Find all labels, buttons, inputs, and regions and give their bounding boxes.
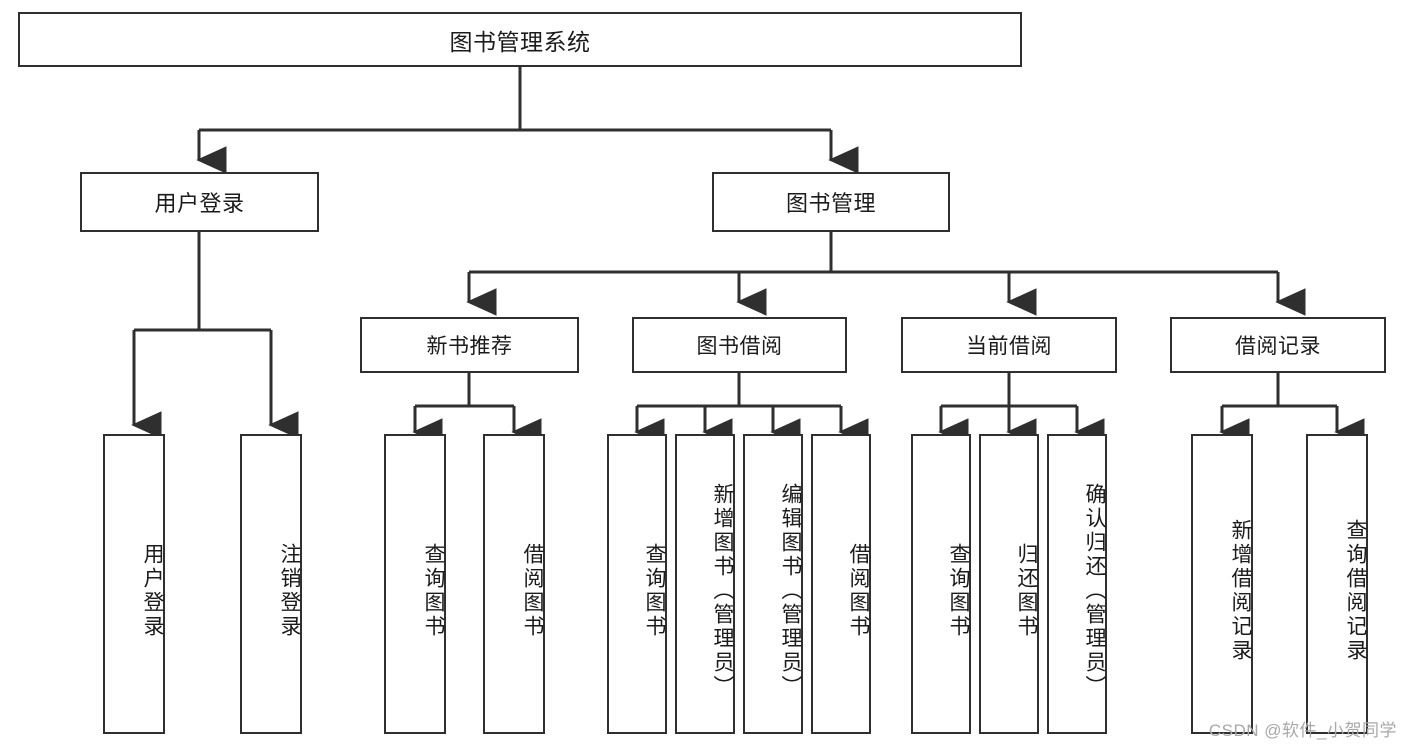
node-label: 用户登录 (141, 543, 164, 639)
node-label: 查询图书 (422, 543, 445, 639)
node-label: 图书借阅 (696, 335, 783, 358)
node-label: 新增借阅记录 (1229, 519, 1252, 663)
node-label: 注销登录 (278, 543, 301, 639)
leaf-query-books-borrow[interactable]: 查询图书 (607, 434, 667, 734)
node-label: 借阅记录 (1235, 335, 1321, 358)
node-new-book-recommend[interactable]: 新书推荐 (360, 317, 579, 373)
node-label: 图书管理系统 (449, 28, 591, 55)
node-user-login[interactable]: 用户登录 (80, 172, 319, 232)
leaf-user-login[interactable]: 用户登录 (103, 434, 165, 734)
node-label: 当前借阅 (966, 335, 1052, 358)
node-label: 图书管理 (785, 191, 876, 216)
node-label: 查询图书 (947, 543, 970, 639)
leaf-query-books-current[interactable]: 查询图书 (911, 434, 971, 734)
node-label: 新增图书（管理员） (711, 483, 734, 699)
node-label: 确认归还（管理员） (1083, 483, 1106, 699)
node-current-borrow[interactable]: 当前借阅 (901, 317, 1117, 373)
node-label: 归还图书 (1015, 543, 1038, 639)
node-book-borrow[interactable]: 图书借阅 (632, 317, 847, 373)
leaf-borrow-books-recommend[interactable]: 借阅图书 (483, 434, 545, 734)
leaf-return-books[interactable]: 归还图书 (979, 434, 1039, 734)
node-label: 借阅图书 (521, 543, 544, 639)
node-label: 查询借阅记录 (1344, 519, 1367, 663)
leaf-add-borrow-record[interactable]: 新增借阅记录 (1191, 434, 1253, 734)
node-label: 用户登录 (154, 191, 245, 216)
node-label: 新书推荐 (426, 335, 513, 358)
node-label: 借阅图书 (847, 543, 870, 639)
leaf-confirm-return-admin[interactable]: 确认归还（管理员） (1047, 434, 1107, 734)
node-book-management[interactable]: 图书管理 (712, 172, 950, 232)
watermark-credit: CSDN @软件_小贺同学 (1208, 721, 1397, 740)
node-borrow-records[interactable]: 借阅记录 (1170, 317, 1386, 373)
node-root-system[interactable]: 图书管理系统 (18, 12, 1022, 67)
leaf-logout[interactable]: 注销登录 (240, 434, 302, 734)
node-label: 编辑图书（管理员） (779, 483, 802, 699)
leaf-borrow-books[interactable]: 借阅图书 (811, 434, 871, 734)
leaf-edit-book-admin[interactable]: 编辑图书（管理员） (743, 434, 803, 734)
leaf-add-book-admin[interactable]: 新增图书（管理员） (675, 434, 735, 734)
leaf-query-books-recommend[interactable]: 查询图书 (384, 434, 446, 734)
node-label: 查询图书 (643, 543, 666, 639)
leaf-query-borrow-record[interactable]: 查询借阅记录 (1306, 434, 1368, 734)
